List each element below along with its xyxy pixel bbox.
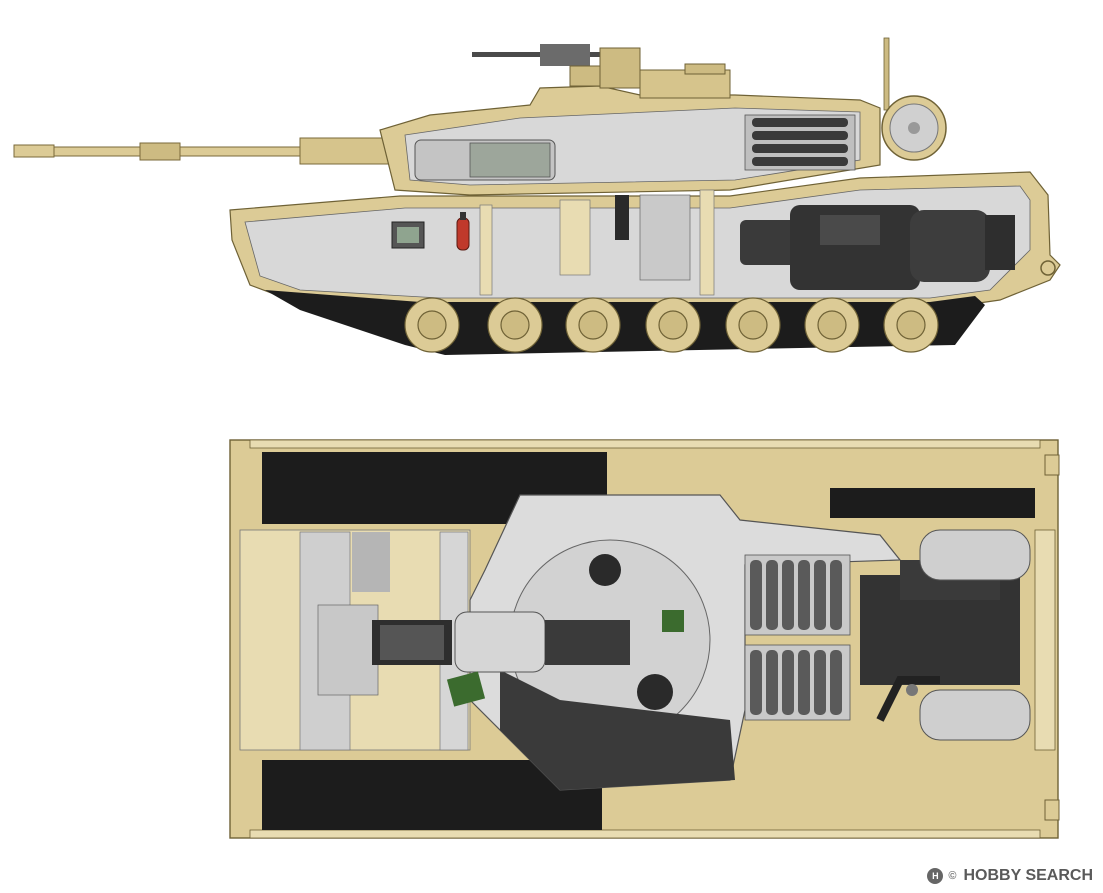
hobby-search-logo-icon: H xyxy=(927,868,944,884)
rear-deck xyxy=(1034,529,1056,751)
loader-hatch xyxy=(637,674,673,710)
top-ammo-rack xyxy=(744,554,851,721)
turret-armor-block xyxy=(500,670,735,790)
engine-block xyxy=(740,205,1015,290)
tow-hook xyxy=(1040,260,1056,276)
road-wheels xyxy=(404,297,939,353)
fire-extinguisher xyxy=(456,217,470,251)
antenna-mast xyxy=(883,37,890,111)
commander-hatch xyxy=(589,554,621,586)
top-cutaway-view xyxy=(229,439,1060,839)
watermark: H © HOBBY SEARCH xyxy=(927,867,1093,885)
roof-machine-gun xyxy=(472,44,641,89)
top-gun-breech xyxy=(372,611,630,673)
side-cutaway-view xyxy=(13,37,1061,355)
turret-ammo-rack xyxy=(744,114,856,171)
main-gun-barrel xyxy=(13,137,411,165)
top-engine xyxy=(860,529,1031,741)
copyright-symbol: © xyxy=(948,870,957,882)
watermark-text: HOBBY SEARCH xyxy=(963,867,1094,884)
